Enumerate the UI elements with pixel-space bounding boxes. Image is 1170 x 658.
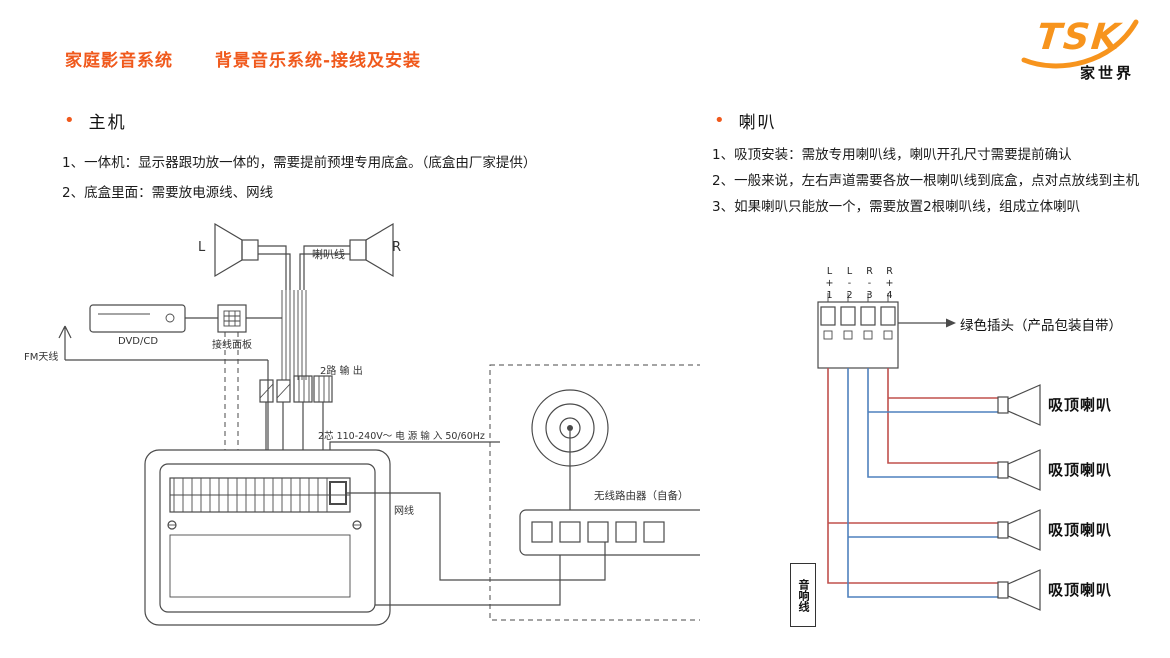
bullet-icon: • xyxy=(64,109,75,131)
speaker-section-text: 1、吸顶安装：需放专用喇叭线，喇叭开孔尺寸需要提前确认 2、一般来说，左右声道需… xyxy=(712,142,1152,220)
green-plug-label: 绿色插头（产品包装自带） xyxy=(960,318,1122,334)
speaker-wires xyxy=(258,245,350,290)
speaker-wires-red xyxy=(827,368,998,584)
dvd-player-icon xyxy=(89,304,186,333)
wiring-panel-icon xyxy=(217,304,247,333)
cable-bundle xyxy=(281,290,307,380)
host-section-heading: • 主机 xyxy=(64,108,127,133)
ceiling-speaker-icon-4 xyxy=(997,569,1041,611)
speaker-heading-label: 喇叭 xyxy=(738,113,777,133)
speaker-line-2: 2、一般来说，左右声道需要各放一根喇叭线到底盒，点对点放线到主机 xyxy=(712,173,1140,189)
connector-blocks xyxy=(259,375,333,450)
fm-antenna-label: FM天线 xyxy=(24,352,59,363)
speaker-wire-label: 喇叭线 xyxy=(312,248,345,261)
fm-antenna-icon xyxy=(58,325,269,450)
dvd-label: DVD/CD xyxy=(117,336,159,347)
network-cable-line xyxy=(346,492,606,581)
speaker-r-icon xyxy=(349,222,394,278)
speaker-wiring-diagram: L+1 L-2 R-3 R+4 绿色插头（产品包装自带） 吸顶喇叭 吸顶喇叭 吸… xyxy=(710,265,1165,650)
page-title: 家庭影音系统 背景音乐系统-接线及安装 xyxy=(65,46,421,71)
network-port-icon xyxy=(329,481,347,505)
wifi-signal-icon xyxy=(531,389,609,510)
green-plug-arrow xyxy=(898,318,956,328)
router-label: 无线路由器（自备） xyxy=(594,490,689,502)
logo-subtext: 家世界 xyxy=(1079,64,1134,82)
ceiling-speaker-icon-1 xyxy=(997,384,1041,426)
ceiling-speaker-icon-3 xyxy=(997,509,1041,551)
host-wiring-diagram: L R 喇叭线 DVD/CD 接线面板 FM天线 2路 输 出 2芯 110-2… xyxy=(20,210,700,650)
host-section-text: 1、一体机：显示器跟功放一体的，需要提前预埋专用底盒。（底盒由厂家提供） 2、底… xyxy=(62,148,622,208)
ceiling-speaker-label-2: 吸顶喇叭 xyxy=(1048,461,1113,479)
terminal-label-l-plus: L+1 xyxy=(824,266,835,302)
host-heading-label: 主机 xyxy=(88,113,127,133)
wiring-panel-label: 接线面板 xyxy=(212,340,252,351)
host-line-2: 2、底盒里面：需要放电源线、网线 xyxy=(62,185,274,201)
speaker-wires-blue xyxy=(847,368,998,598)
terminal-label-r-minus: R-3 xyxy=(864,266,875,302)
ceiling-speaker-label-4: 吸顶喇叭 xyxy=(1048,581,1113,599)
terminal-label-r-plus: R+4 xyxy=(884,266,895,302)
ceiling-speaker-label-1: 吸顶喇叭 xyxy=(1048,396,1113,414)
ceiling-speaker-icon-2 xyxy=(997,449,1041,491)
host-line-1: 1、一体机：显示器跟功放一体的，需要提前预埋专用底盒。（底盒由厂家提供） xyxy=(62,155,537,171)
speaker-line-1: 1、吸顶安装：需放专用喇叭线，喇叭开孔尺寸需要提前确认 xyxy=(712,147,1072,163)
power-input-line xyxy=(329,441,500,450)
speaker-line-3: 3、如果喇叭只能放一个，需要放置2根喇叭线，组成立体喇叭 xyxy=(712,199,1081,215)
wall-box-icon xyxy=(144,449,391,626)
title-part-2: 背景音乐系统-接线及安装 xyxy=(215,51,422,71)
speaker-l-label: L xyxy=(198,240,206,255)
terminal-block-icon xyxy=(817,293,899,369)
speaker-l-icon xyxy=(214,222,259,278)
logo-swoosh xyxy=(1021,19,1139,69)
network-cable-label: 网线 xyxy=(394,506,414,517)
terminal-label-l-minus: L-2 xyxy=(844,266,855,302)
dashed-drops xyxy=(224,332,239,450)
router-icon xyxy=(519,509,700,556)
ceiling-speaker-label-3: 吸顶喇叭 xyxy=(1048,521,1113,539)
logo-swoosh-path xyxy=(1021,19,1139,69)
bullet-icon: • xyxy=(714,109,725,131)
brand-logo: TSK 家世界 xyxy=(1018,14,1140,94)
audio-cable-box: 音响线 xyxy=(790,563,816,627)
router-area xyxy=(489,364,700,621)
box-to-router-line xyxy=(375,555,561,606)
speaker-r-label: R xyxy=(392,240,402,255)
two-way-output-label: 2路 输 出 xyxy=(320,366,363,377)
logo-text: TSK xyxy=(1034,17,1124,58)
speaker-section-heading: • 喇叭 xyxy=(714,108,777,133)
audio-cable-label: 音响线 xyxy=(797,578,810,612)
title-part-1: 家庭影音系统 xyxy=(65,51,173,71)
power-input-label: 2芯 110-240V～ 电 源 输 入 50/60Hz xyxy=(318,431,485,442)
